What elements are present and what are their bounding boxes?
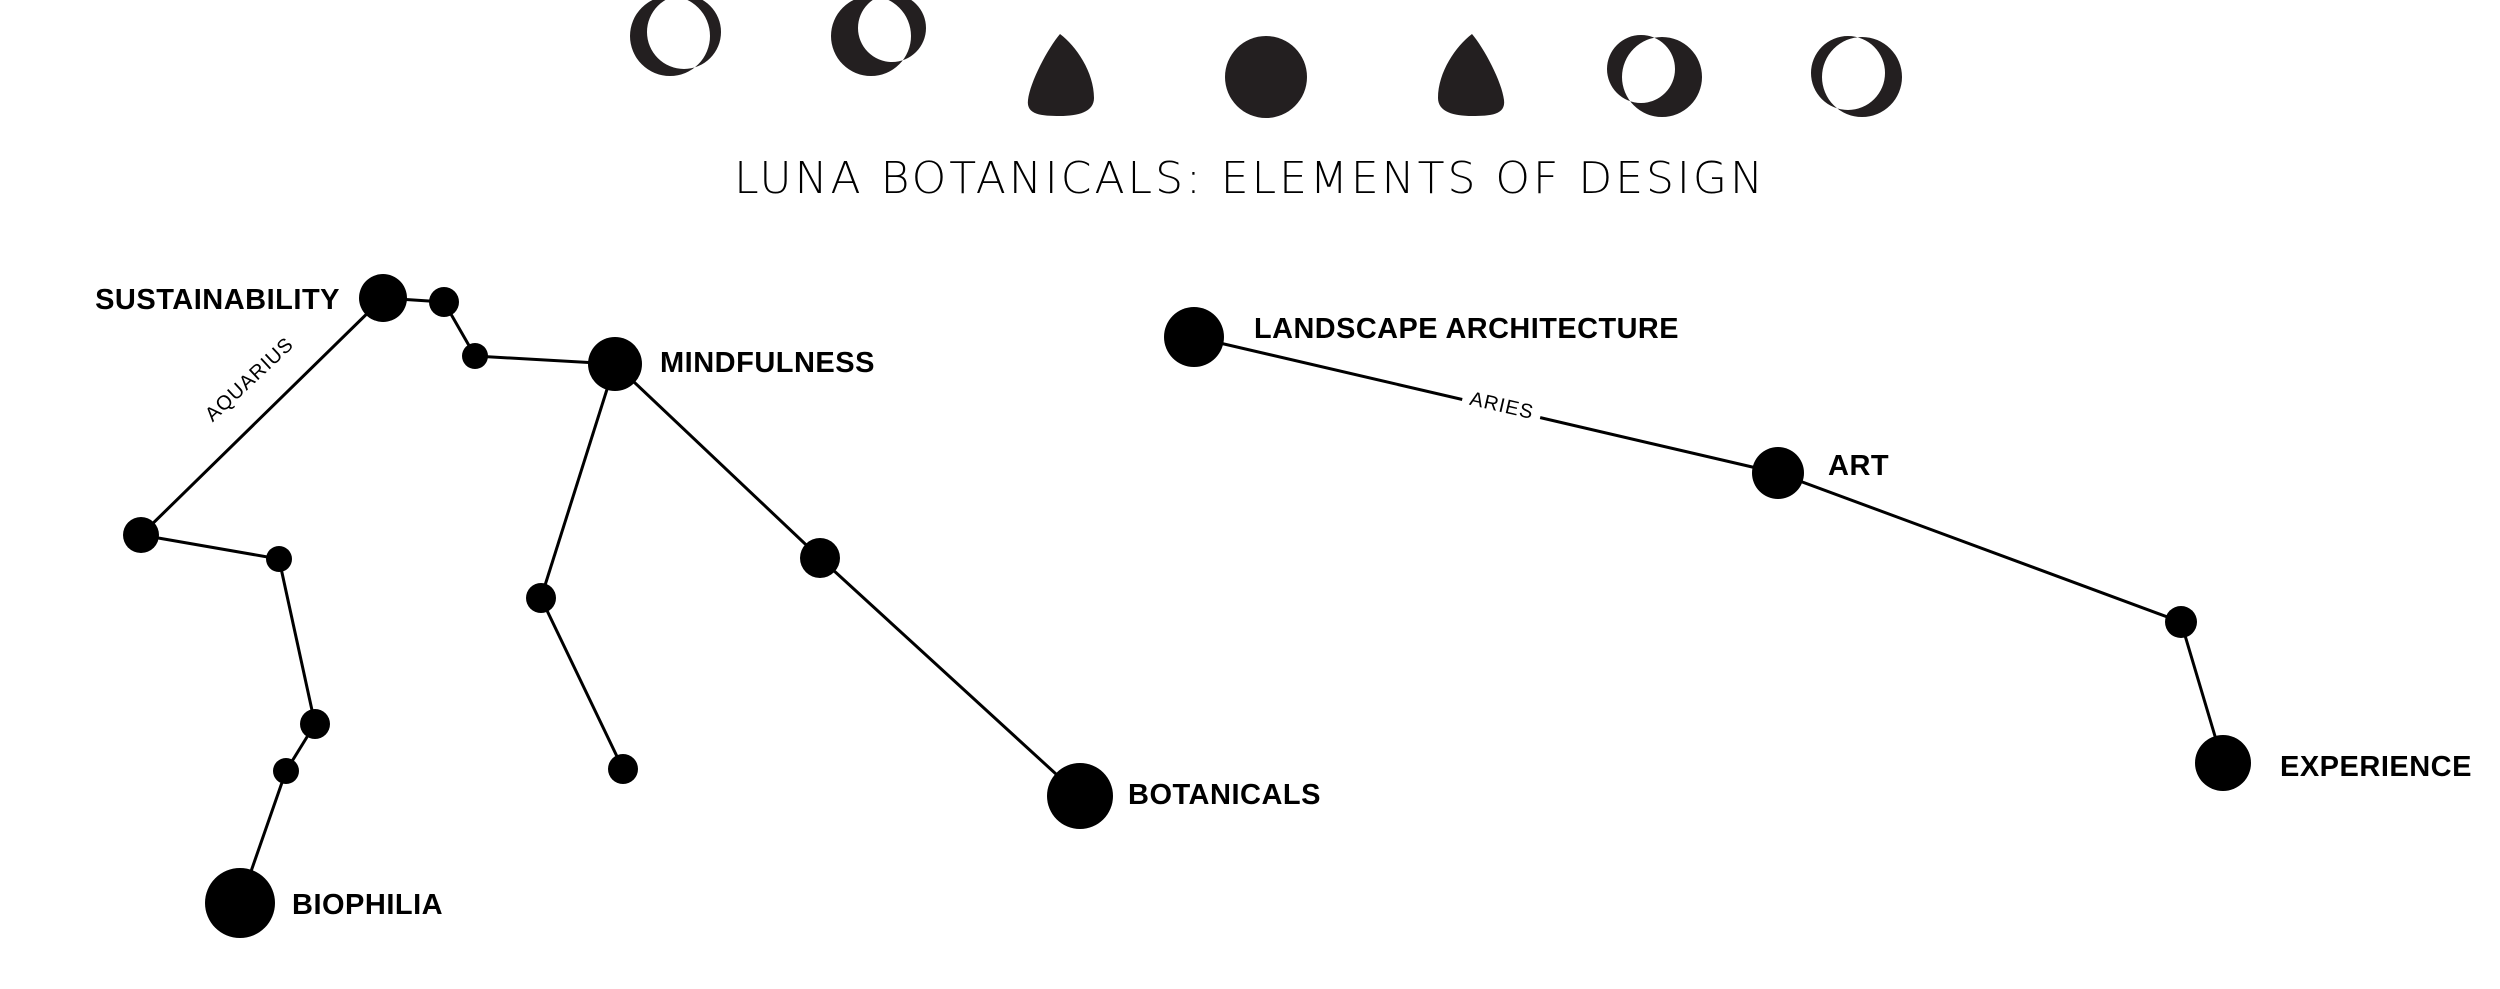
aquarius-line	[539, 363, 617, 599]
moon-phases-row	[630, 0, 1902, 118]
waning-crescent-icon	[1607, 35, 1702, 117]
star-experience	[2195, 735, 2251, 791]
constellation-lines	[139, 296, 2225, 904]
star	[429, 287, 459, 317]
star	[608, 754, 638, 784]
waning-crescent-thin-icon	[1811, 36, 1902, 117]
aquarius-line	[277, 558, 317, 725]
aquarius-line	[139, 296, 385, 537]
star	[526, 583, 556, 613]
star-mindfulness	[588, 337, 642, 391]
label-landscape-architecture: LANDSCAPE ARCHITECTURE	[1254, 313, 1679, 345]
waning-gibbous-icon	[1438, 34, 1505, 116]
star	[462, 343, 488, 369]
star-biophilia	[205, 868, 275, 938]
star-art	[1752, 447, 1804, 499]
label-botanicals: BOTANICALS	[1128, 779, 1321, 811]
star	[800, 538, 840, 578]
label-mindfulness: MINDFULNESS	[660, 347, 875, 379]
aquarius-line	[613, 362, 822, 560]
star	[273, 758, 299, 784]
waxing-crescent-icon	[831, 0, 926, 76]
star	[2165, 606, 2197, 638]
star	[266, 546, 292, 572]
aquarius-line	[539, 597, 625, 770]
waxing-gibbous-icon	[1027, 34, 1094, 116]
label-sustainability: SUSTAINABILITY	[95, 284, 340, 316]
aquarius-line	[140, 533, 280, 561]
star-botanicals	[1047, 763, 1113, 829]
stars	[123, 274, 2251, 938]
constellation-label-aquarius: AQUARIUS	[201, 333, 298, 426]
full-moon-icon	[1225, 36, 1307, 118]
star-landscape-architecture	[1164, 307, 1224, 367]
label-experience: EXPERIENCE	[2280, 751, 2472, 783]
star	[300, 709, 330, 739]
page-title: LUNA BOTANICALS: ELEMENTS OF DESIGN	[734, 153, 1766, 204]
star	[123, 517, 159, 553]
star-sustainability	[359, 274, 407, 322]
waxing-crescent-thin-icon	[630, 0, 721, 76]
aries-line	[1777, 471, 2182, 624]
label-biophilia: BIOPHILIA	[292, 889, 443, 921]
node-labels: SUSTAINABILITY MINDFULNESS BIOPHILIA BOT…	[95, 284, 2472, 921]
aquarius-line	[818, 556, 1082, 798]
label-art: ART	[1828, 450, 1889, 482]
